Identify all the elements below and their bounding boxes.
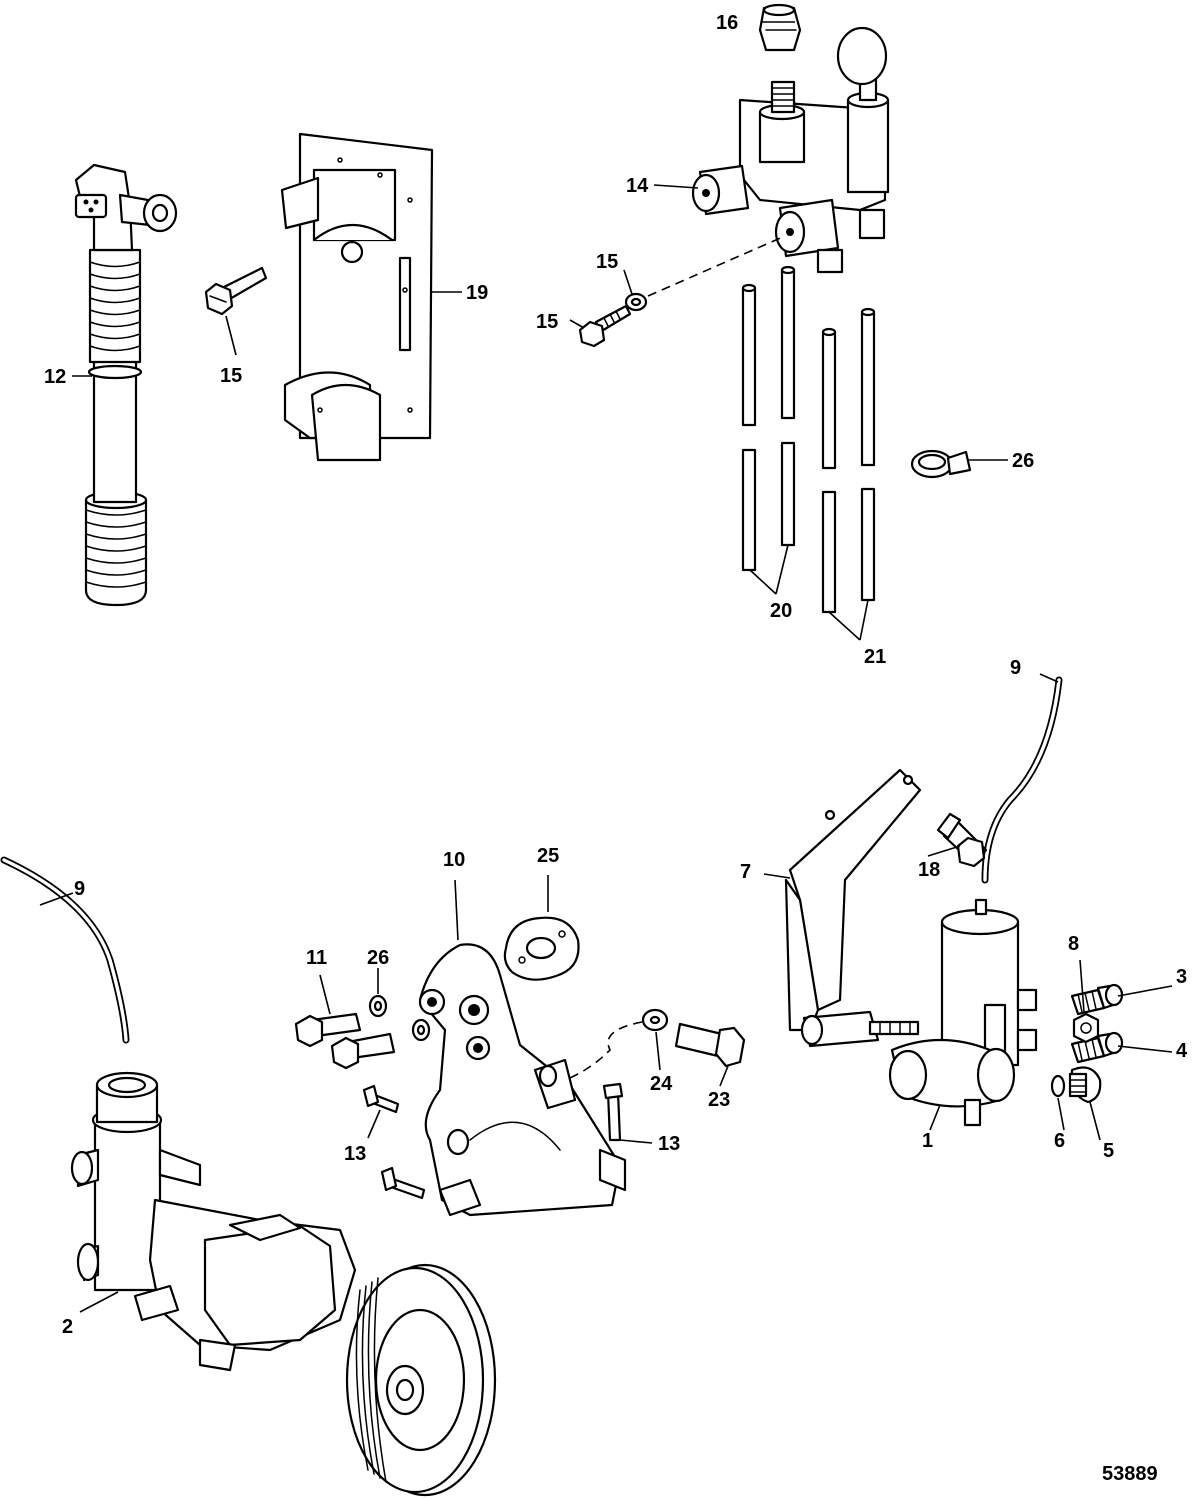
part-15-washer	[624, 292, 648, 312]
part-6-o-ring	[1050, 1074, 1066, 1098]
callout-16: 15	[536, 311, 558, 333]
part-12-hose-assembly	[74, 163, 178, 607]
callout-11: 11	[306, 947, 327, 969]
part-20-tubes	[741, 265, 796, 572]
part-11-bolt	[294, 1012, 396, 1070]
callout-2: 2	[62, 1316, 73, 1338]
callout-labels: 16 14 15 15 15 12 19 26 20 21 9 7 18 9 1…	[44, 12, 1188, 1485]
part-10-pump-bracket	[418, 943, 627, 1217]
callout-19: 19	[466, 282, 488, 304]
part-26-washer	[368, 994, 431, 1042]
callout-5: 5	[1103, 1140, 1114, 1162]
part-9-hose-left	[0, 856, 130, 1044]
callout-10: 10	[443, 849, 465, 871]
callout-6: 6	[1054, 1130, 1065, 1152]
part-19-mounting-plate	[280, 132, 434, 462]
part-5-drain-plug	[1068, 1066, 1102, 1104]
callout-13-right: 13	[658, 1133, 680, 1155]
callout-17: 16	[716, 12, 738, 34]
part-7-bracket	[784, 768, 922, 1048]
callout-12: 12	[44, 366, 66, 388]
part-9-hose-right	[981, 676, 1063, 884]
callout-25: 25	[537, 845, 559, 867]
callout-15-top: 15	[596, 251, 618, 273]
callout-14: 14	[626, 175, 649, 197]
callout-21: 21	[864, 646, 886, 668]
part-15-bolt	[204, 266, 268, 316]
diagram-id: 53889	[1102, 1463, 1158, 1485]
callout-8: 8	[1068, 933, 1079, 955]
callout-18: 18	[918, 859, 940, 881]
callout-9-left: 9	[74, 878, 85, 900]
part-16-bolt	[578, 304, 632, 348]
callout-1: 1	[922, 1130, 933, 1152]
part-18-bolt	[936, 812, 988, 868]
callout-3: 3	[1176, 966, 1187, 988]
part-23-washer	[641, 1008, 669, 1032]
part-8-nut	[1072, 1012, 1100, 1044]
callout-23: 24	[650, 1073, 673, 1095]
assembly-line-23	[564, 1021, 643, 1081]
callout-24: 26	[1012, 450, 1034, 472]
part-1-housing	[888, 898, 1038, 1127]
part-2-water-pump	[70, 1071, 497, 1497]
part-25-gasket	[503, 916, 580, 981]
callout-4: 4	[1176, 1040, 1188, 1062]
callout-13-left: 13	[344, 1143, 366, 1165]
part-21-tubes	[821, 307, 876, 614]
part-14-valve-block	[691, 26, 890, 274]
leader-lines	[39, 21, 1173, 1313]
callout-9-right: 9	[1010, 657, 1021, 679]
callout-26: 26	[367, 947, 389, 969]
callout-22: 23	[708, 1089, 730, 1111]
part-22-bolt	[674, 1022, 746, 1068]
part-13-bolt	[362, 1082, 624, 1200]
callout-20: 20	[770, 600, 792, 622]
callout-15-left: 15	[220, 365, 242, 387]
callout-7: 7	[740, 861, 751, 883]
part-4-fitting	[1070, 1031, 1124, 1064]
part-3-fitting	[1070, 983, 1124, 1016]
part-17-fitting-nut	[758, 3, 802, 52]
assembly-line-15	[647, 235, 786, 297]
part-24-hose-clamp	[910, 449, 972, 479]
